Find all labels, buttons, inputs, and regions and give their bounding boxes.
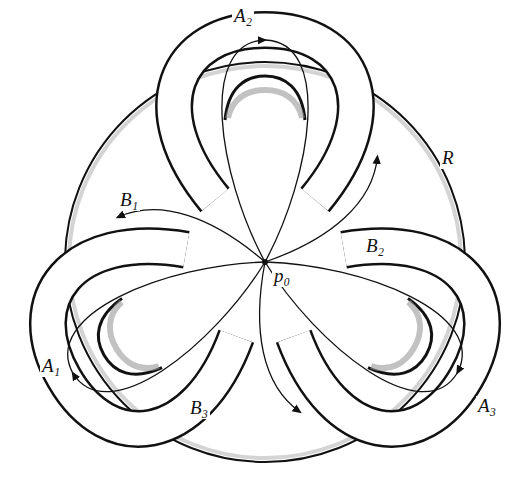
curve-label: R [440,148,456,169]
curve-label: B₂ [364,236,386,257]
curve-label: A₃ [476,396,498,417]
curve-label: A₁ [40,356,62,377]
curve-label: B₃ [188,398,210,419]
curve-label: p₀ [272,266,292,287]
curve-label: A₂ [232,6,254,27]
curve-label: B₁ [118,190,140,211]
